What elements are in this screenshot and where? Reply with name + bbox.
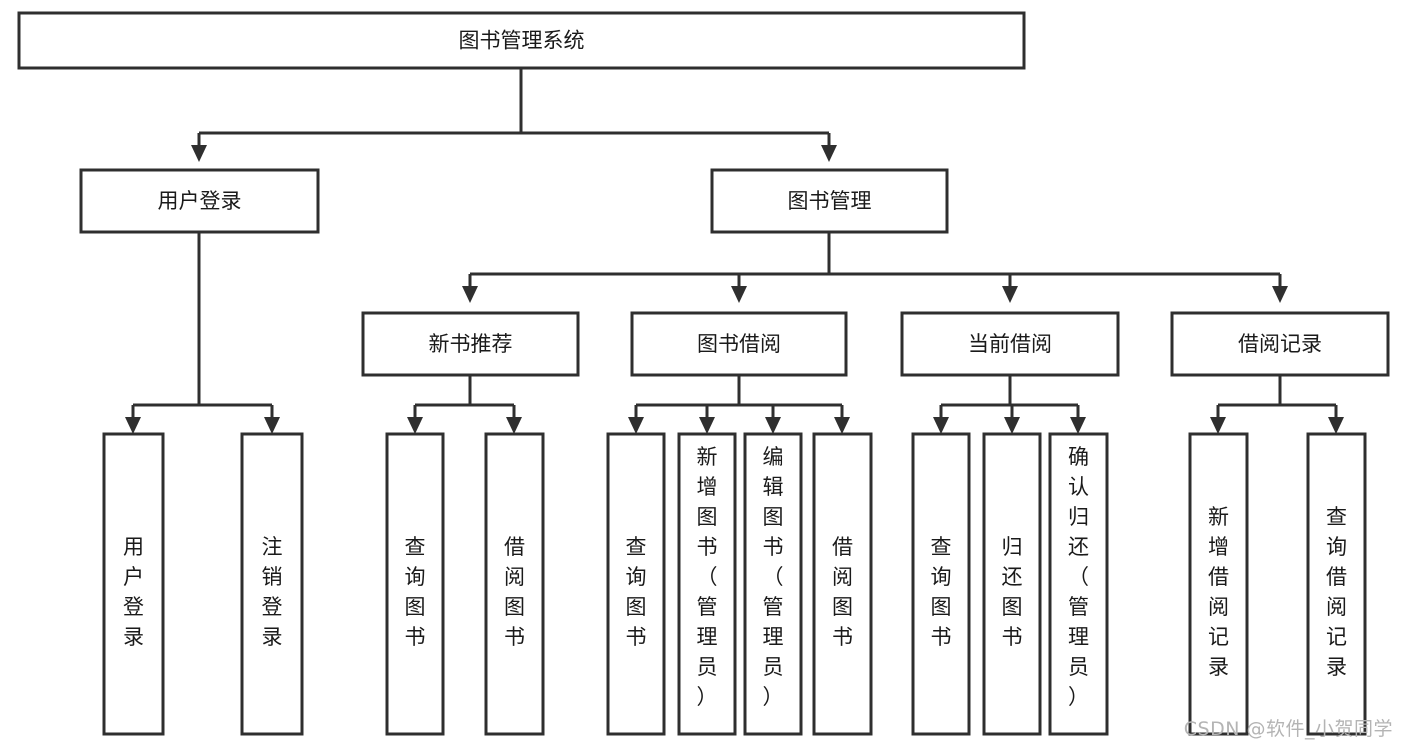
node-box[interactable] bbox=[982, 432, 1042, 736]
arrow-head-icon bbox=[1210, 417, 1226, 434]
arrow-head-icon bbox=[628, 417, 644, 434]
node-box[interactable] bbox=[900, 311, 1120, 377]
connector-root-to-level2 bbox=[191, 68, 837, 162]
node-box[interactable] bbox=[17, 11, 1026, 70]
arrow-head-icon bbox=[125, 417, 141, 434]
node-label: 新书推荐 bbox=[429, 332, 513, 356]
connector-group-2 bbox=[628, 375, 850, 434]
arrow-head-icon bbox=[1272, 286, 1288, 303]
node-label: 借阅记录 bbox=[1238, 332, 1322, 356]
arrow-head-icon bbox=[407, 417, 423, 434]
node-label: 查询图书 bbox=[405, 535, 426, 649]
node-leaf-query-record[interactable]: 查询借阅记录 bbox=[1306, 432, 1367, 736]
arrow-head-icon bbox=[1070, 417, 1086, 434]
node-leaf-edit-book[interactable]: 编辑图书（管理员） bbox=[743, 432, 803, 736]
arrow-head-icon bbox=[506, 417, 522, 434]
node-label: 用户登录 bbox=[123, 535, 144, 649]
node-root-system[interactable]: 图书管理系统 bbox=[17, 11, 1026, 70]
node-new-book-rec[interactable]: 新书推荐 bbox=[361, 311, 580, 377]
node-box[interactable] bbox=[484, 432, 545, 736]
connector-bookmanage-to-level3 bbox=[462, 232, 1288, 303]
connector-group-0 bbox=[125, 232, 280, 434]
node-label: 借阅图书 bbox=[832, 535, 853, 649]
arrow-head-icon bbox=[1004, 417, 1020, 434]
node-leaf-user-logout[interactable]: 注销登录 bbox=[240, 432, 304, 736]
node-box[interactable] bbox=[102, 432, 165, 736]
node-label: 确认归还（管理员） bbox=[1068, 445, 1089, 709]
arrow-head-icon bbox=[834, 417, 850, 434]
node-box[interactable] bbox=[911, 432, 971, 736]
node-label: 归还图书 bbox=[1002, 535, 1023, 649]
node-box[interactable] bbox=[812, 432, 873, 736]
arrow-head-icon bbox=[264, 417, 280, 434]
node-leaf-user-login[interactable]: 用户登录 bbox=[102, 432, 165, 736]
arrow-head-icon bbox=[933, 417, 949, 434]
connector-group-1 bbox=[407, 375, 522, 434]
connectors-layer bbox=[125, 68, 1344, 434]
node-box[interactable] bbox=[79, 168, 320, 234]
node-box[interactable] bbox=[361, 311, 580, 377]
node-label: 图书管理 bbox=[788, 189, 872, 213]
node-label: 新增图书（管理员） bbox=[697, 445, 718, 709]
node-box[interactable] bbox=[385, 432, 445, 736]
connector-group-3 bbox=[933, 375, 1086, 434]
node-current-borrow[interactable]: 当前借阅 bbox=[900, 311, 1120, 377]
node-user-login[interactable]: 用户登录 bbox=[79, 168, 320, 234]
connector-group-4 bbox=[1210, 375, 1344, 434]
node-box[interactable] bbox=[1306, 432, 1367, 736]
node-box[interactable] bbox=[240, 432, 304, 736]
node-label: 图书借阅 bbox=[697, 332, 781, 356]
arrow-head-icon bbox=[821, 145, 837, 162]
node-box[interactable] bbox=[1048, 432, 1109, 736]
node-box[interactable] bbox=[710, 168, 949, 234]
node-box[interactable] bbox=[677, 432, 737, 736]
node-leaf-borrow-book-rec[interactable]: 借阅图书 bbox=[484, 432, 545, 736]
node-borrow-record[interactable]: 借阅记录 bbox=[1170, 311, 1390, 377]
node-book-manage[interactable]: 图书管理 bbox=[710, 168, 949, 234]
node-label: 查询图书 bbox=[931, 535, 952, 649]
node-leaf-borrow-book[interactable]: 借阅图书 bbox=[812, 432, 873, 736]
arrow-head-icon bbox=[1328, 417, 1344, 434]
node-label: 新增借阅记录 bbox=[1208, 505, 1229, 679]
node-box[interactable] bbox=[1188, 432, 1249, 736]
arrow-head-icon bbox=[462, 286, 478, 303]
node-leaf-query-book-rec[interactable]: 查询图书 bbox=[385, 432, 445, 736]
node-label: 查询图书 bbox=[626, 535, 647, 649]
node-box[interactable] bbox=[743, 432, 803, 736]
arrow-head-icon bbox=[731, 286, 747, 303]
node-label: 注销登录 bbox=[262, 535, 283, 649]
node-leaf-add-record[interactable]: 新增借阅记录 bbox=[1188, 432, 1249, 736]
arrow-head-icon bbox=[765, 417, 781, 434]
node-label: 图书管理系统 bbox=[459, 29, 585, 53]
node-book-borrow[interactable]: 图书借阅 bbox=[630, 311, 848, 377]
node-label: 当前借阅 bbox=[968, 332, 1052, 356]
node-label: 借阅图书 bbox=[504, 535, 525, 649]
node-box[interactable] bbox=[1170, 311, 1390, 377]
node-label: 编辑图书（管理员） bbox=[763, 445, 784, 709]
arrow-head-icon bbox=[191, 145, 207, 162]
node-box[interactable] bbox=[606, 432, 666, 736]
node-leaf-return-book[interactable]: 归还图书 bbox=[982, 432, 1042, 736]
node-leaf-query-book-borrow[interactable]: 查询图书 bbox=[606, 432, 666, 736]
node-leaf-add-book[interactable]: 新增图书（管理员） bbox=[677, 432, 737, 736]
node-box[interactable] bbox=[630, 311, 848, 377]
node-label: 查询借阅记录 bbox=[1326, 505, 1347, 679]
node-leaf-query-book-cur[interactable]: 查询图书 bbox=[911, 432, 971, 736]
node-label: 用户登录 bbox=[158, 189, 242, 213]
nodes-layer: 图书管理系统用户登录图书管理新书推荐图书借阅当前借阅借阅记录用户登录注销登录查询… bbox=[17, 11, 1390, 736]
arrow-head-icon bbox=[1002, 286, 1018, 303]
node-leaf-confirm-return[interactable]: 确认归还（管理员） bbox=[1048, 432, 1109, 736]
arrow-head-icon bbox=[699, 417, 715, 434]
